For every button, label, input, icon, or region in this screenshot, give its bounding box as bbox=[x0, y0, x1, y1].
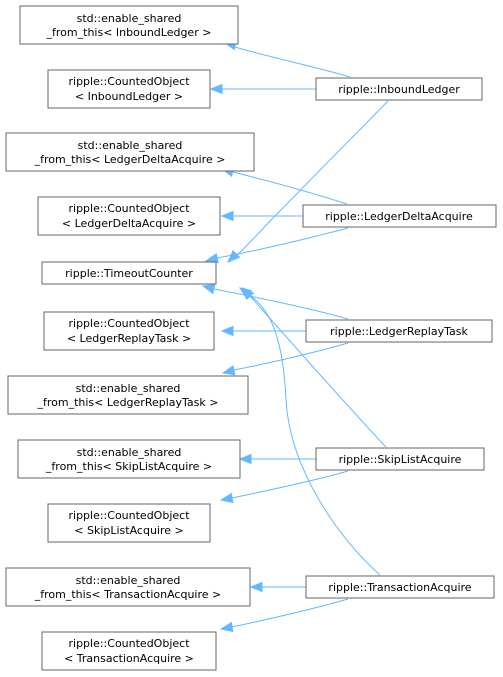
edge-ledgerreplaytask-to-countedobject bbox=[220, 325, 306, 337]
node-ledgerdeltaacquire[interactable]: ripple::LedgerDeltaAcquire bbox=[302, 204, 497, 228]
node-enable-shared-from-this-ledgerdeltaacquire[interactable]: std::enable_shared _from_this< LedgerDel… bbox=[5, 132, 255, 172]
node-label: ripple::CountedObject bbox=[68, 202, 190, 215]
node-countedobject-ledgerdeltaacquire[interactable]: ripple::CountedObject < LedgerDeltaAcqui… bbox=[37, 196, 221, 236]
node-label: std::enable_shared bbox=[77, 12, 182, 25]
node-label: ripple::CountedObject bbox=[68, 75, 190, 88]
nodes: std::enable_shared _from_this< InboundLe… bbox=[5, 5, 497, 671]
edge-skiplistacquire-to-countedobject bbox=[219, 470, 349, 504]
node-enable-shared-from-this-transactionacquire[interactable]: std::enable_shared _from_this< Transacti… bbox=[5, 567, 251, 607]
edge-skiplistacquire-to-timeoutcounter bbox=[242, 287, 387, 448]
node-countedobject-inboundledger[interactable]: ripple::CountedObject < InboundLedger > bbox=[47, 69, 211, 109]
node-enable-shared-from-this-skiplistacquire[interactable]: std::enable_shared _from_this< SkipListA… bbox=[17, 439, 241, 479]
node-countedobject-transactionacquire[interactable]: ripple::CountedObject < TransactionAcqui… bbox=[41, 631, 217, 671]
node-label: ripple::TransactionAcquire bbox=[328, 581, 471, 594]
edge-inboundledger-to-timeoutcounter bbox=[227, 100, 389, 263]
node-label: std::enable_shared bbox=[78, 139, 183, 152]
node-countedobject-ledgerreplaytask[interactable]: ripple::CountedObject < LedgerReplayTask… bbox=[43, 311, 215, 351]
edge-transactionacquire-to-timeoutcounter bbox=[238, 287, 381, 576]
node-label: _from_this< TransactionAcquire > bbox=[34, 588, 221, 601]
edge-ledgerdeltaacquire-to-timeoutcounter bbox=[204, 227, 349, 264]
edge-skiplistacquire-to-enable-shared-from-this bbox=[238, 453, 316, 465]
node-label: _from_this< InboundLedger > bbox=[46, 26, 212, 39]
node-transactionacquire[interactable]: ripple::TransactionAcquire bbox=[305, 575, 495, 599]
node-label: < LedgerDeltaAcquire > bbox=[62, 217, 196, 230]
node-label: _from_this< LedgerDeltaAcquire > bbox=[34, 153, 226, 166]
edge-ledgerreplaytask-to-timeoutcounter bbox=[201, 284, 349, 320]
node-label: ripple::InboundLedger bbox=[338, 83, 460, 96]
edge-transactionacquire-to-enable-shared-from-this bbox=[249, 581, 306, 593]
node-label: std::enable_shared bbox=[76, 574, 181, 587]
edge-transactionacquire-to-countedobject bbox=[219, 598, 349, 633]
node-enable-shared-from-this-ledgerreplaytask[interactable]: std::enable_shared _from_this< LedgerRep… bbox=[7, 375, 249, 415]
edge-ledgerdeltaacquire-to-enable-shared-from-this bbox=[220, 166, 348, 205]
node-timeoutcounter[interactable]: ripple::TimeoutCounter bbox=[41, 261, 217, 285]
node-label: < InboundLedger > bbox=[75, 90, 183, 103]
node-label: ripple::LedgerDeltaAcquire bbox=[325, 210, 473, 223]
edges bbox=[201, 41, 389, 633]
node-label: ripple::LedgerReplayTask bbox=[330, 325, 468, 338]
node-label: ripple::CountedObject bbox=[68, 509, 190, 522]
edge-inboundledger-to-enable-shared-from-this bbox=[226, 41, 351, 78]
node-label: ripple::SkipListAcquire bbox=[339, 453, 462, 466]
node-label: < SkipListAcquire > bbox=[74, 524, 183, 537]
node-enable-shared-from-this-inboundledger[interactable]: std::enable_shared _from_this< InboundLe… bbox=[19, 5, 239, 45]
edge-inboundledger-to-countedobject bbox=[209, 83, 316, 95]
node-label: std::enable_shared bbox=[76, 382, 181, 395]
node-label: ripple::CountedObject bbox=[68, 637, 190, 650]
node-label: ripple::CountedObject bbox=[68, 317, 190, 330]
node-skiplistacquire[interactable]: ripple::SkipListAcquire bbox=[315, 447, 485, 471]
node-label: std::enable_shared bbox=[77, 446, 182, 459]
node-label: < TransactionAcquire > bbox=[64, 652, 194, 665]
node-ledgerreplaytask[interactable]: ripple::LedgerReplayTask bbox=[305, 319, 493, 343]
node-label: ripple::TimeoutCounter bbox=[65, 267, 193, 280]
node-label: _from_this< LedgerReplayTask > bbox=[36, 396, 218, 409]
edge-ledgerdeltaacquire-to-countedobject bbox=[220, 210, 303, 222]
node-inboundledger[interactable]: ripple::InboundLedger bbox=[315, 77, 483, 101]
edge-ledgerreplaytask-to-enable-shared-from-this bbox=[221, 342, 349, 376]
node-label: < LedgerReplayTask > bbox=[67, 332, 191, 345]
node-label: _from_this< SkipListAcquire > bbox=[45, 460, 212, 473]
node-countedobject-skiplistacquire[interactable]: ripple::CountedObject < SkipListAcquire … bbox=[47, 503, 211, 543]
